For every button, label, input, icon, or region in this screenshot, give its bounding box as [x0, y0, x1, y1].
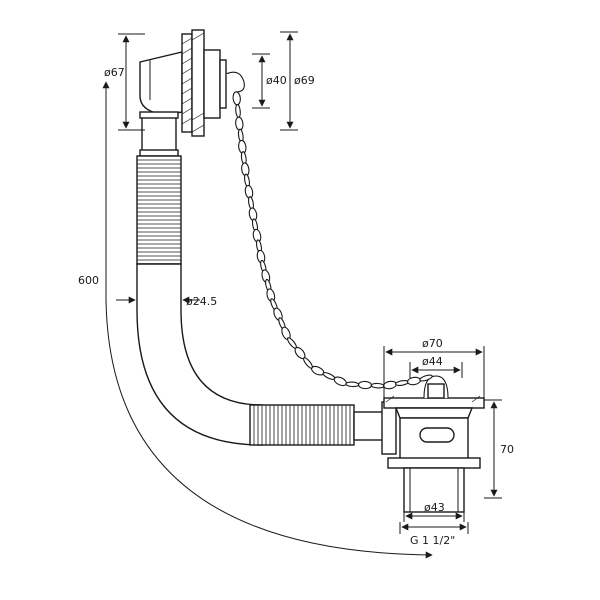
svg-text:ø40: ø40	[266, 74, 287, 87]
chain-link	[383, 380, 397, 390]
chain-link	[235, 103, 241, 119]
svg-text:70: 70	[500, 443, 514, 456]
chain-link	[357, 380, 373, 390]
chain-link	[333, 376, 347, 387]
bath-wall-section	[181, 29, 205, 137]
chain-link	[345, 381, 360, 388]
dim-cap-diameter: ø40	[252, 53, 287, 109]
flexible-hose	[136, 155, 397, 455]
chain-link	[232, 91, 241, 106]
svg-text:600: 600	[78, 274, 99, 287]
plug-chain	[232, 91, 433, 390]
svg-text:ø43: ø43	[424, 501, 445, 514]
chain-link	[407, 376, 421, 386]
svg-text:ø44: ø44	[422, 355, 443, 368]
waste-assembly	[383, 375, 485, 513]
svg-text:ø67: ø67	[104, 66, 125, 79]
svg-text:ø24.5: ø24.5	[186, 295, 217, 308]
dim-waste-height: 70	[484, 399, 514, 499]
dim-waste-body-diameter: ø43	[403, 501, 465, 522]
svg-text:G 1 1/2": G 1 1/2"	[410, 534, 455, 547]
dim-waste-plug-diameter: ø44	[409, 355, 463, 378]
chain-link	[395, 380, 409, 386]
svg-text:ø69: ø69	[294, 74, 315, 87]
dim-waste-flange-diameter: ø70	[383, 337, 485, 398]
overflow-head	[139, 29, 245, 157]
chain-link	[235, 116, 244, 131]
chain-link	[370, 382, 385, 389]
dim-total-length: 600	[78, 81, 433, 559]
svg-text:ø70: ø70	[422, 337, 443, 350]
dim-overflow-diameter: ø67	[104, 33, 145, 131]
dim-thread-spec: G 1 1/2"	[399, 522, 469, 547]
dim-hose-diameter: ø24.5	[116, 295, 217, 308]
